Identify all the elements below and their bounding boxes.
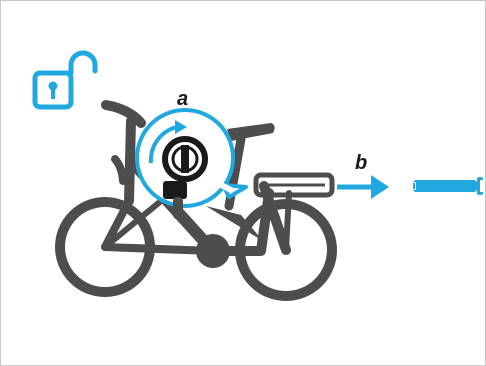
padlock-unlocked-icon [35, 53, 95, 107]
lock-detail-bubble [137, 110, 246, 206]
step-a-label: a [177, 88, 188, 110]
motor-hub [196, 234, 230, 268]
step-b-label: b [355, 152, 367, 174]
battery-pack-icon [410, 177, 483, 195]
arrow-right-icon [337, 175, 389, 199]
